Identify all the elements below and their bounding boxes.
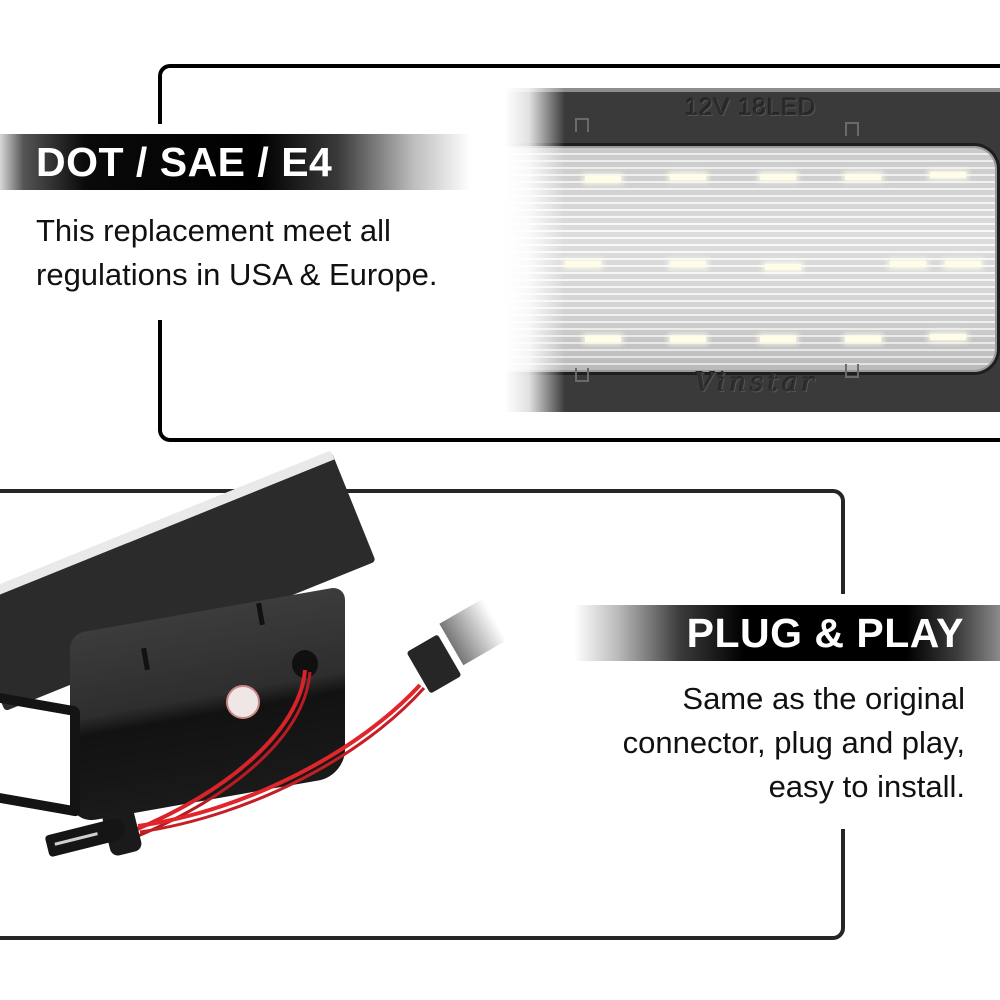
led-dot xyxy=(890,261,926,267)
led-dot xyxy=(760,174,796,180)
led-dot xyxy=(670,174,706,180)
compliance-heading-banner: DOT / SAE / E4 xyxy=(0,134,470,190)
description-line: This replacement meet all xyxy=(36,213,391,248)
description-line: Same as the original xyxy=(682,681,965,716)
installation-heading-banner: PLUG & PLAY xyxy=(574,605,1000,661)
quality-sticker xyxy=(226,685,260,719)
red-wires xyxy=(134,669,426,838)
led-dot xyxy=(585,336,621,342)
led-dot xyxy=(670,336,706,342)
led-dot xyxy=(945,261,981,267)
led-dot xyxy=(585,176,621,182)
mount-clip xyxy=(845,122,859,136)
led-dot xyxy=(765,264,801,270)
mount-clip xyxy=(575,368,589,382)
embossed-voltage-label: 12V 18LED xyxy=(685,94,817,121)
photo-fade xyxy=(505,88,565,412)
led-dot xyxy=(760,336,796,342)
led-dot xyxy=(845,174,881,180)
wiring-harness-photo xyxy=(0,450,520,890)
led-dot xyxy=(930,334,966,340)
embossed-brand-logo: Vinstar xyxy=(695,368,819,398)
led-lens xyxy=(505,143,1000,375)
led-lens-photo: 12V 18LED Vinstar xyxy=(505,88,1000,412)
description-line: regulations in USA & Europe. xyxy=(36,257,438,292)
installation-description: Same as the original connector, plug and… xyxy=(535,677,965,809)
led-dot xyxy=(670,261,706,267)
compliance-heading: DOT / SAE / E4 xyxy=(36,139,333,185)
mount-clip xyxy=(845,364,859,378)
installation-heading: PLUG & PLAY xyxy=(686,610,964,656)
compliance-description: This replacement meet all regulations in… xyxy=(36,209,506,297)
panel-frame-top xyxy=(0,489,845,594)
panel-frame-bottom xyxy=(158,320,1000,442)
led-dot xyxy=(930,172,966,178)
led-dot xyxy=(565,261,601,267)
mount-clip xyxy=(575,118,589,132)
led-dot xyxy=(845,336,881,342)
panel-frame-top xyxy=(158,64,1000,124)
housing-edge xyxy=(505,88,1000,92)
description-line: connector, plug and play, xyxy=(622,725,965,760)
panel-frame-bottom xyxy=(0,829,845,940)
description-line: easy to install. xyxy=(768,769,965,804)
